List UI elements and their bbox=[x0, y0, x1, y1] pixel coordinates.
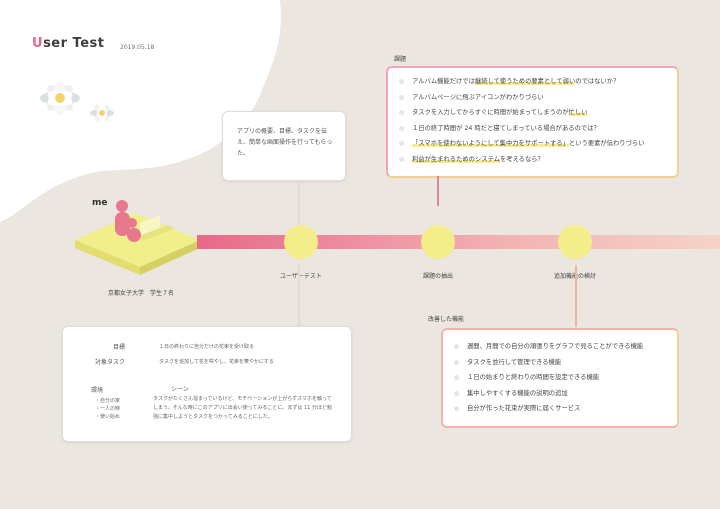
goal-label: 目標 bbox=[113, 344, 126, 351]
connector-issues bbox=[437, 176, 439, 206]
improvement-item: １日の始まりと終わりの時間を設定できる機能 bbox=[451, 370, 643, 386]
environment-item: ・使い始め bbox=[95, 414, 121, 420]
issue-item: １日の終了時間が 24 時だと寝てしまっている場合があるのでは？ bbox=[396, 121, 644, 137]
connector-intro bbox=[298, 180, 300, 225]
issue-item: 「スマホを使わないようにして集中力をサポートする」という要素が伝わりづらい bbox=[396, 136, 644, 152]
persona-illustration bbox=[75, 200, 200, 275]
issues-section-label: 課題 bbox=[394, 56, 407, 63]
improvement-item: 自分が作った花束が実際に届くサービス bbox=[451, 401, 643, 417]
task-value: タスクを追加して花を咲やし、花束を華やかにする bbox=[159, 359, 274, 365]
connector-details bbox=[298, 264, 300, 326]
environment-item: ・一人の時 bbox=[95, 406, 121, 412]
scene-text: タスクがたくさん溜まっているけど、モチベーションが上がらずスマホを触ってしまう。… bbox=[153, 396, 332, 420]
timeline-label-user-test: ユーザーテスト bbox=[280, 273, 322, 280]
intro-note-text: アプリの概要、目標、タスクを伝え、簡単な画面操作を行ってもらった。 bbox=[237, 128, 333, 157]
timeline-node-feature-review bbox=[558, 225, 592, 259]
improvements-panel: 週間、月間での自分の頑張りをグラフで見ることができる機能 タスクを並行して管理で… bbox=[441, 328, 679, 428]
issues-panel: アルバム機能だけでは継続して使うための要素として弱いのではないか？ アルバムペー… bbox=[386, 66, 679, 178]
environment-item: ・自分の家 bbox=[95, 398, 121, 404]
issue-item: 利益が生まれるためのシステムを考えるなら？ bbox=[396, 152, 644, 168]
timeline-label-issue-extraction: 課題の抽出 bbox=[422, 273, 453, 280]
improvements-section-label: 改善した機能 bbox=[428, 316, 465, 323]
issue-item: アルバム機能だけでは継続して使うための要素として弱いのではないか？ bbox=[396, 74, 644, 90]
page-title: User Test bbox=[32, 36, 105, 51]
environment-label: 環境 bbox=[91, 387, 104, 394]
persona-label: me bbox=[92, 198, 108, 208]
participants-label: 京都女子大学 学生７名 bbox=[108, 290, 175, 297]
goal-value: １日の終わりに自分だけの花束を受け取る bbox=[159, 344, 255, 350]
environment-list: ・自分の家 ・一人の時 ・使い始め bbox=[95, 397, 120, 421]
issue-item: タスクを入力してからすぐに時間が始まってしまうのが忙しい bbox=[396, 105, 644, 121]
test-date: 2019.05.18 bbox=[120, 44, 155, 51]
timeline-label-feature-review: 追加機能の検討 bbox=[520, 271, 630, 280]
issues-list: アルバム機能だけでは継続して使うための要素として弱いのではないか？ アルバムペー… bbox=[396, 74, 644, 167]
issue-item: アルバムページに飛ぶアイコンがわかりづらい bbox=[396, 90, 644, 106]
scene-label: シーン bbox=[171, 386, 189, 393]
improvement-item: 週間、月間での自分の頑張りをグラフで見ることができる機能 bbox=[451, 339, 643, 355]
task-label: 対象タスク bbox=[95, 359, 126, 366]
timeline-bar bbox=[197, 235, 720, 249]
improvement-item: タスクを並行して管理できる機能 bbox=[451, 355, 643, 371]
connector-improvements bbox=[575, 265, 577, 327]
lotus-flowers-illustration bbox=[40, 81, 114, 122]
timeline-node-issue-extraction bbox=[421, 225, 455, 259]
intro-note: アプリの概要、目標、タスクを伝え、簡単な画面操作を行ってもらった。 bbox=[222, 111, 346, 181]
timeline-node-user-test bbox=[284, 225, 318, 259]
test-details-panel: 目標 １日の終わりに自分だけの花束を受け取る 対象タスク タスクを追加して花を咲… bbox=[62, 326, 352, 442]
improvement-item: 集中しやすくする機能の説明の追加 bbox=[451, 386, 643, 402]
improvements-list: 週間、月間での自分の頑張りをグラフで見ることができる機能 タスクを並行して管理で… bbox=[451, 339, 643, 417]
